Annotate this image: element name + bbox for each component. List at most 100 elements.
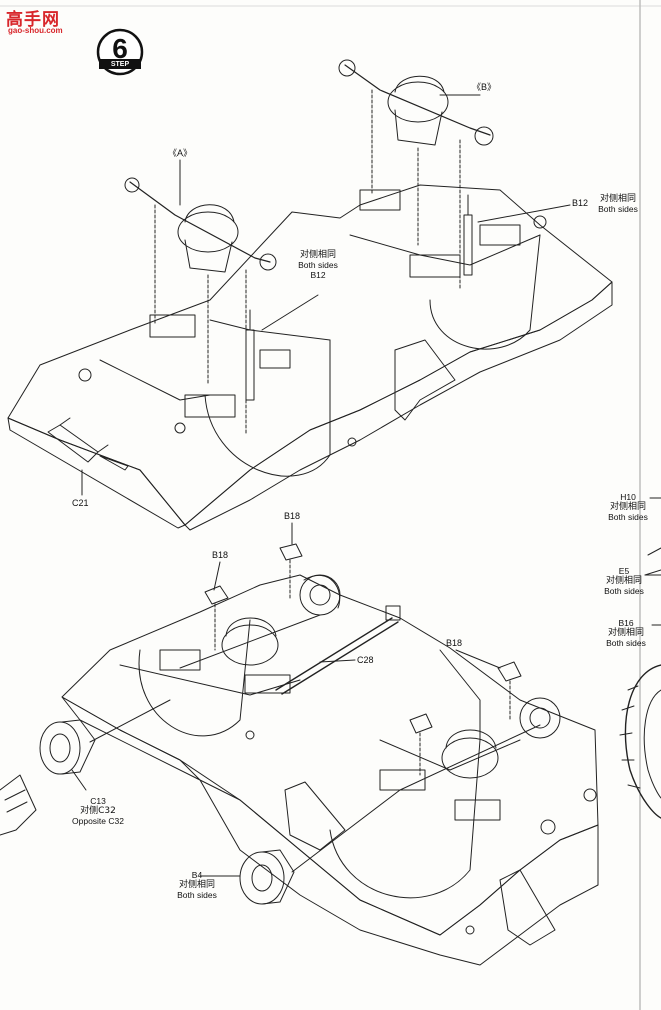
lower-bolt-rear (540, 819, 556, 835)
upper-hull (7, 184, 613, 531)
upper-tow-eye-front (78, 368, 92, 382)
upper-spring-front-right (184, 394, 236, 418)
callout-b18-left: B18 (212, 550, 229, 560)
callout-b12-mid-cn: 对侧相同 (299, 250, 336, 260)
callout-b18-right: B18 (446, 638, 463, 648)
callout-c13-en: Opposite C32 (72, 816, 124, 826)
upper-bolt-1 (174, 422, 186, 434)
callout-b4-cn: 对侧相同 (178, 880, 215, 890)
upper-hull-front (7, 417, 186, 529)
callout-e5-cn: 对侧相同 (605, 576, 642, 586)
lower-deck-detail-2 (379, 739, 521, 771)
watermark-logo: 高手网 gao-shou.com (4, 5, 74, 37)
part-b4-hub (239, 789, 401, 905)
callout-c13-part: C13 (90, 796, 106, 806)
shock-absorber-rear (463, 194, 473, 276)
upper-shock-mount-rear (479, 224, 521, 246)
lower-hull-deck (61, 574, 599, 936)
axle-b (338, 59, 494, 291)
callout-e5-en: Both sides (604, 586, 644, 596)
leader-c13 (71, 769, 87, 791)
step-badge: 6 STEP (96, 28, 144, 76)
callout-c28: C28 (357, 655, 374, 665)
lower-spring-3 (379, 769, 426, 791)
lower-deck-detail-3 (439, 649, 481, 741)
callout-e5-part: E5 (618, 566, 630, 576)
lower-deck-detail-1 (119, 664, 301, 696)
upper-spring-front-left (149, 314, 196, 338)
leader-b12-right (477, 204, 571, 223)
upper-hull-side (184, 281, 613, 531)
callout-c13-cn: 对侧C32 (80, 806, 116, 816)
lower-wheel-arch-rear (329, 739, 481, 899)
callout-c21: C21 (72, 498, 89, 508)
part-b18-top (279, 543, 303, 601)
watermark-brand: 高手网 (6, 10, 60, 30)
watermark-site: gao-shou.com (8, 26, 63, 35)
shock-absorber-front (245, 309, 255, 401)
upper-wheel-arch-front (204, 339, 331, 477)
upper-deck-detail-3 (349, 234, 541, 266)
lower-spring-4 (454, 799, 501, 821)
lower-spring-2 (244, 674, 291, 694)
callout-b: 《B》 (472, 82, 497, 92)
upper-tow-eye-rear (533, 215, 547, 229)
lower-hull-front (61, 696, 201, 781)
part-c13-hub (39, 699, 171, 775)
adjacent-part-fragment-left (0, 774, 37, 836)
upper-shock-mount-front (259, 349, 291, 369)
callout-b12-right-cn: 对侧相同 (599, 194, 636, 204)
callout-b12-right: B12 对侧相同 Both sides (572, 194, 642, 214)
lower-differential-front (179, 574, 341, 669)
callout-a: 《A》 (168, 148, 193, 158)
leader-b12-mid (261, 294, 319, 331)
lower-bolt-2 (245, 730, 255, 740)
callout-h10-en: Both sides (608, 512, 648, 522)
lower-wheel-arch-front (138, 619, 251, 737)
callout-b12-mid-part: B12 (310, 270, 326, 280)
step-number: 6 (112, 33, 128, 64)
callout-b4-part: B4 (191, 870, 203, 880)
lower-tow-eye-rear (583, 788, 597, 802)
callout-h10: H10 对侧相同 Both sides (602, 492, 654, 522)
upper-spring-rear-left (359, 189, 401, 211)
callout-b12-mid-en: Both sides (298, 260, 338, 270)
step-badge-circle (96, 28, 144, 76)
callout-b4: B4 对侧相同 Both sides (170, 870, 224, 900)
step-word: STEP (110, 61, 130, 68)
leader-c28 (319, 659, 356, 663)
lower-spring-1 (159, 649, 201, 671)
callout-b12-right-en: Both sides (598, 204, 638, 214)
leader-b18-left (213, 561, 221, 591)
upper-bolt-2 (347, 437, 357, 447)
callout-e5: E5 对侧相同 Both sides (598, 566, 650, 596)
callout-b16-en: Both sides (606, 638, 646, 648)
lower-rear-hatch (499, 869, 556, 946)
callout-c13: C13 对侧C32 Opposite C32 (66, 796, 130, 826)
part-b18-right (409, 661, 522, 776)
callout-b4-en: Both sides (177, 890, 217, 900)
callout-b16: B16 对侧相同 Both sides (600, 618, 652, 648)
callout-b16-part: B16 (618, 618, 634, 628)
callout-b16-cn: 对侧相同 (607, 628, 644, 638)
adjacent-tyre-fragment-right (619, 547, 661, 819)
callout-b18-top: B18 (284, 511, 301, 521)
lower-hull (61, 574, 599, 966)
lower-bolt-1 (465, 925, 475, 935)
lower-differential-rear (399, 697, 561, 791)
lower-hull-side (199, 779, 599, 966)
upper-deck-detail-2 (209, 319, 331, 341)
lower-side-hatch (284, 781, 346, 851)
upper-wheel-arch-rear (429, 234, 541, 350)
callout-h10-part: H10 (620, 492, 636, 502)
callout-b12-mid: 对侧相同 Both sides B12 (292, 250, 344, 280)
leader-b18-right (455, 649, 501, 669)
callout-b12-right-part: B12 (572, 198, 589, 208)
part-c28 (275, 605, 401, 695)
part-b18-left (204, 585, 229, 651)
upper-deck-detail-1 (99, 359, 211, 401)
part-c21 (47, 417, 129, 496)
axle-a (124, 177, 277, 436)
